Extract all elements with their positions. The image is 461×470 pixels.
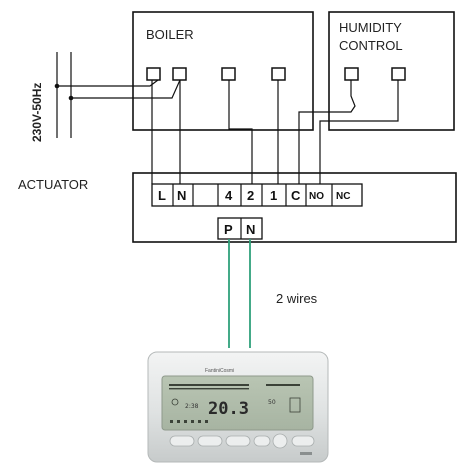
actuator-label: ACTUATOR	[18, 177, 88, 192]
thermostat-lcd	[161, 375, 314, 431]
terminal-C: C	[291, 188, 301, 203]
humidity-label-line2: CONTROL	[339, 38, 403, 53]
supply-lines	[56, 52, 181, 138]
lcd-program-bars	[170, 420, 208, 423]
thermostat-brand: FantiniCosmi	[205, 368, 234, 374]
terminal-bus-N: N	[246, 222, 255, 237]
humidity-label-line1: HUMIDITY	[339, 20, 402, 35]
terminal-NO: NO	[309, 191, 324, 202]
thermostat-temperature: 20.3	[208, 399, 249, 419]
humidity-terminal-2	[391, 67, 406, 81]
boiler-label: BOILER	[146, 27, 194, 42]
boiler-terminal-2	[172, 67, 187, 81]
boiler-box: BOILER	[132, 11, 314, 131]
humidity-control-box: HUMIDITY CONTROL	[328, 11, 455, 131]
bus-wires	[228, 239, 251, 348]
humidity-terminal-1	[344, 67, 359, 81]
terminal-P: P	[224, 222, 233, 237]
terminal-1: 1	[270, 188, 277, 203]
actuator-box: L N 4 2 1 C NO NC P N	[132, 172, 457, 243]
lcd-sun-icon	[171, 398, 179, 406]
wires-label: 2 wires	[276, 291, 318, 306]
thermostat: FantiniCosmi 2:38 20.3 50	[147, 351, 329, 463]
thermostat-humidity: 50	[268, 399, 276, 406]
supply-voltage-label: 230V-50Hz	[30, 83, 44, 142]
terminal-2: 2	[247, 188, 254, 203]
terminal-4: 4	[225, 188, 233, 203]
terminal-N: N	[177, 188, 186, 203]
terminal-NC: NC	[336, 191, 350, 202]
boiler-terminal-3	[221, 67, 236, 81]
thermostat-time: 2:38	[185, 403, 199, 410]
boiler-terminal-4	[271, 67, 286, 81]
boiler-terminal-1	[146, 67, 161, 81]
supply-junctions	[54, 83, 74, 101]
terminal-L: L	[158, 188, 166, 203]
wiring-lines	[151, 80, 399, 184]
lcd-battery-icon	[289, 397, 301, 413]
thermostat-buttons	[169, 433, 315, 449]
